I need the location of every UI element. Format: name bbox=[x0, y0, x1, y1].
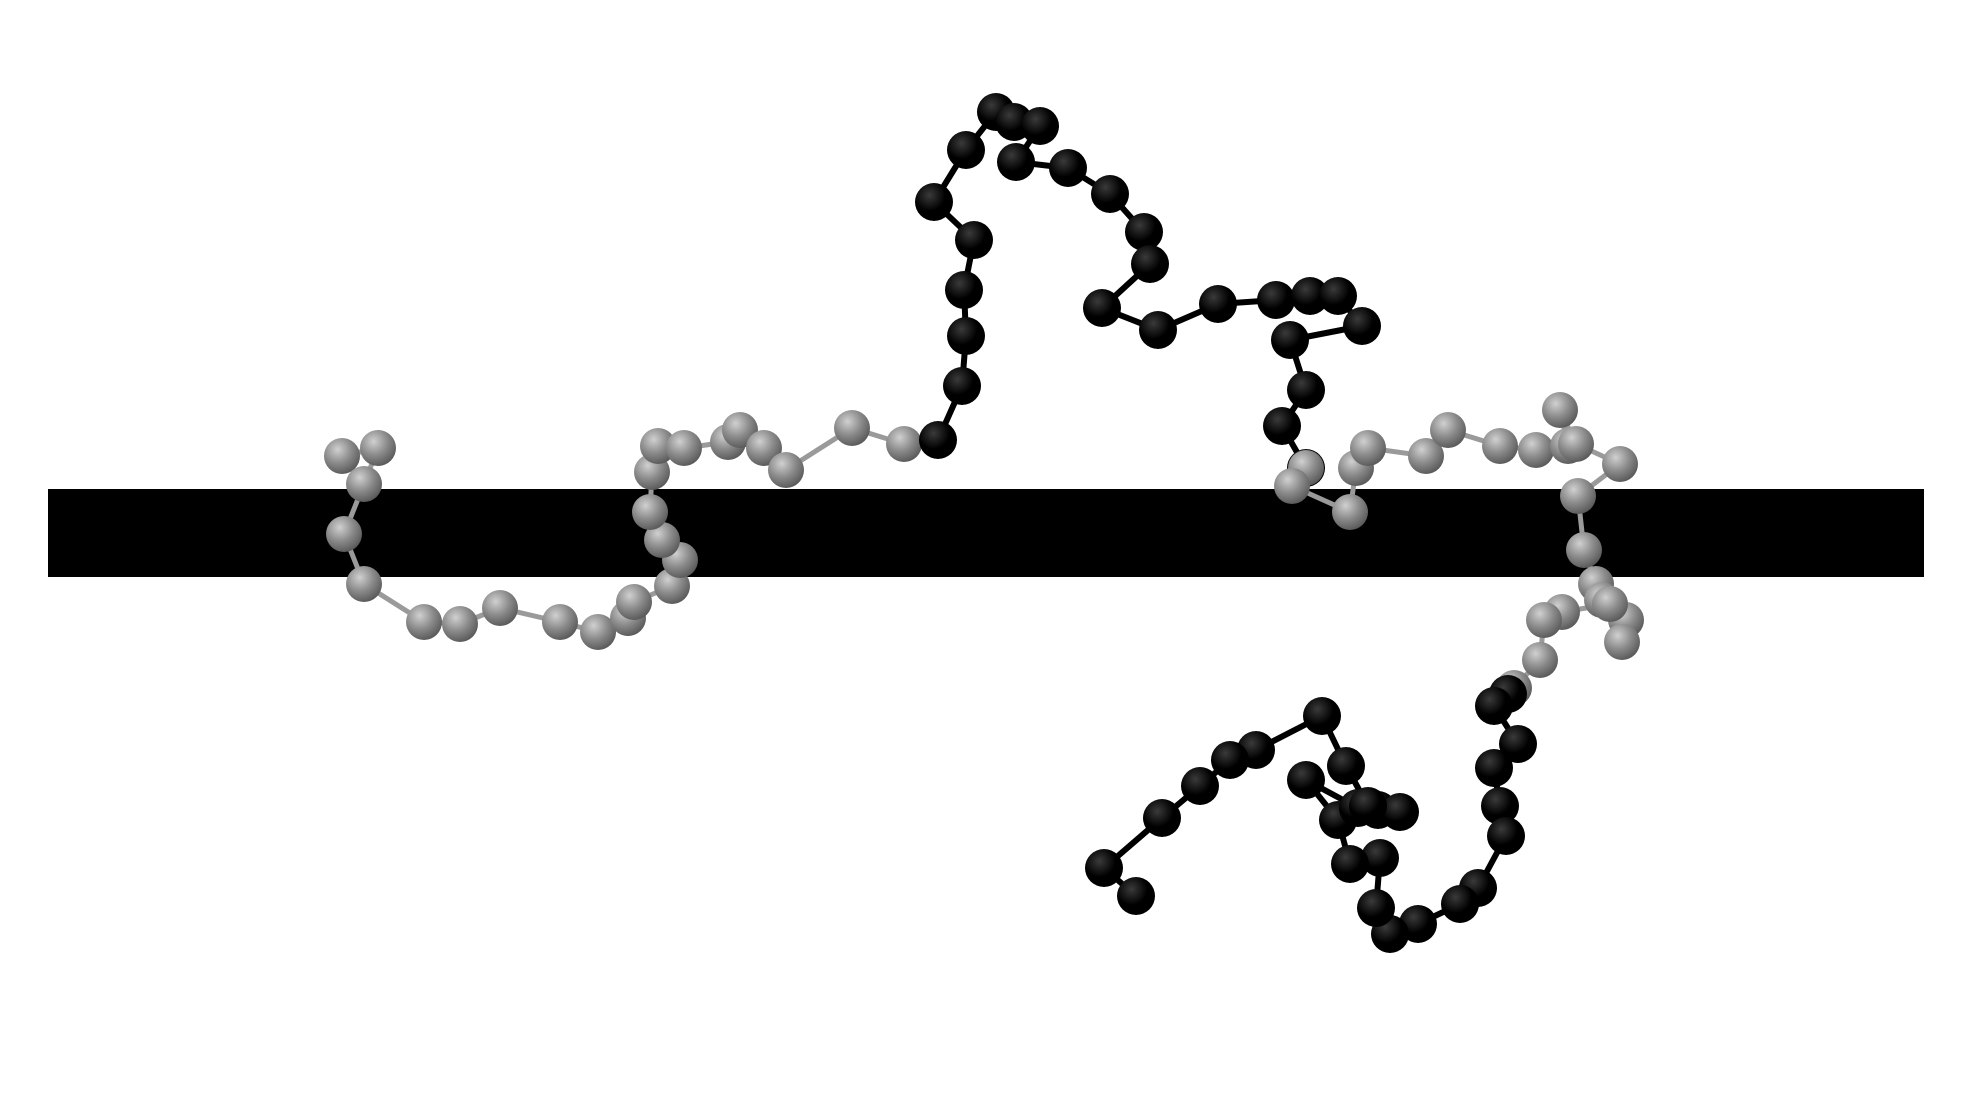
free-bead bbox=[919, 421, 957, 459]
free-bead bbox=[1331, 845, 1369, 883]
adsorbed-bead bbox=[482, 590, 518, 626]
free-bead bbox=[1021, 107, 1059, 145]
adsorbed-bead bbox=[542, 604, 578, 640]
polymer-chain bbox=[324, 93, 1644, 953]
adsorbed-bead bbox=[1566, 532, 1602, 568]
adsorbed-bead bbox=[1592, 586, 1628, 622]
free-bead bbox=[1271, 321, 1309, 359]
adsorbed-bead bbox=[632, 494, 668, 530]
free-bead bbox=[1327, 747, 1365, 785]
free-bead bbox=[1343, 307, 1381, 345]
adsorbed-bead bbox=[346, 566, 382, 602]
free-bead bbox=[997, 143, 1035, 181]
free-bead bbox=[1291, 277, 1329, 315]
free-bead bbox=[1349, 787, 1387, 825]
free-bead bbox=[1287, 761, 1325, 799]
adsorbed-bead bbox=[1274, 468, 1310, 504]
adsorbed-bead bbox=[1560, 478, 1596, 514]
adsorbed-bead bbox=[1542, 392, 1578, 428]
adsorbed-bead bbox=[1558, 426, 1594, 462]
adsorbed-bead bbox=[326, 516, 362, 552]
adsorbed-bead bbox=[768, 452, 804, 488]
free-bead bbox=[1381, 793, 1419, 831]
free-bead bbox=[945, 271, 983, 309]
free-bead bbox=[1199, 285, 1237, 323]
adsorbed-bead bbox=[580, 614, 616, 650]
free-bead bbox=[1117, 877, 1155, 915]
free-bead bbox=[1211, 741, 1249, 779]
adsorbed-bead bbox=[1604, 624, 1640, 660]
free-bead bbox=[1049, 149, 1087, 187]
adsorbed-bead bbox=[886, 426, 922, 462]
free-bead bbox=[1499, 725, 1537, 763]
free-bead bbox=[915, 183, 953, 221]
free-bead bbox=[1083, 289, 1121, 327]
free-bead bbox=[947, 131, 985, 169]
adsorbed-bead bbox=[666, 430, 702, 466]
free-bead bbox=[1257, 281, 1295, 319]
adsorbed-bead bbox=[360, 430, 396, 466]
free-bead bbox=[1303, 697, 1341, 735]
free-bead bbox=[1361, 839, 1399, 877]
adsorbed-bead bbox=[834, 410, 870, 446]
adsorbed-bead bbox=[1332, 494, 1368, 530]
adsorbed-bead bbox=[1408, 438, 1444, 474]
free-bead bbox=[1125, 213, 1163, 251]
free-bead bbox=[1131, 245, 1169, 283]
adsorbed-bead bbox=[1522, 642, 1558, 678]
free-bead bbox=[1357, 889, 1395, 927]
adsorbed-bead bbox=[442, 606, 478, 642]
adsorbed-bead bbox=[406, 604, 442, 640]
free-bead bbox=[1475, 687, 1513, 725]
free-bead bbox=[1139, 311, 1177, 349]
adsorbed-bead bbox=[1430, 412, 1466, 448]
free-bead bbox=[1287, 371, 1325, 409]
free-bead bbox=[1487, 817, 1525, 855]
adsorbed-bead bbox=[346, 466, 382, 502]
free-bead bbox=[955, 221, 993, 259]
free-bead bbox=[1475, 749, 1513, 787]
adsorbed-bead bbox=[616, 584, 652, 620]
adsorbed-bead bbox=[1518, 432, 1554, 468]
adsorbed-bead bbox=[640, 428, 676, 464]
free-bead bbox=[1181, 767, 1219, 805]
free-bead bbox=[943, 367, 981, 405]
adsorbed-bead bbox=[1602, 446, 1638, 482]
free-bead bbox=[1091, 175, 1129, 213]
free-bead bbox=[1481, 787, 1519, 825]
free-bead bbox=[1319, 277, 1357, 315]
free-bead bbox=[1441, 885, 1479, 923]
adsorbed-bead bbox=[324, 438, 360, 474]
free-bead bbox=[1085, 849, 1123, 887]
free-bead bbox=[1263, 407, 1301, 445]
adsorbed-bead bbox=[644, 522, 680, 558]
adsorbed-bead bbox=[746, 430, 782, 466]
adsorbed-bead bbox=[1526, 602, 1562, 638]
free-bead bbox=[947, 317, 985, 355]
adsorbed-bead bbox=[1350, 430, 1386, 466]
free-bead bbox=[1143, 799, 1181, 837]
adsorbed-bead bbox=[1482, 428, 1518, 464]
